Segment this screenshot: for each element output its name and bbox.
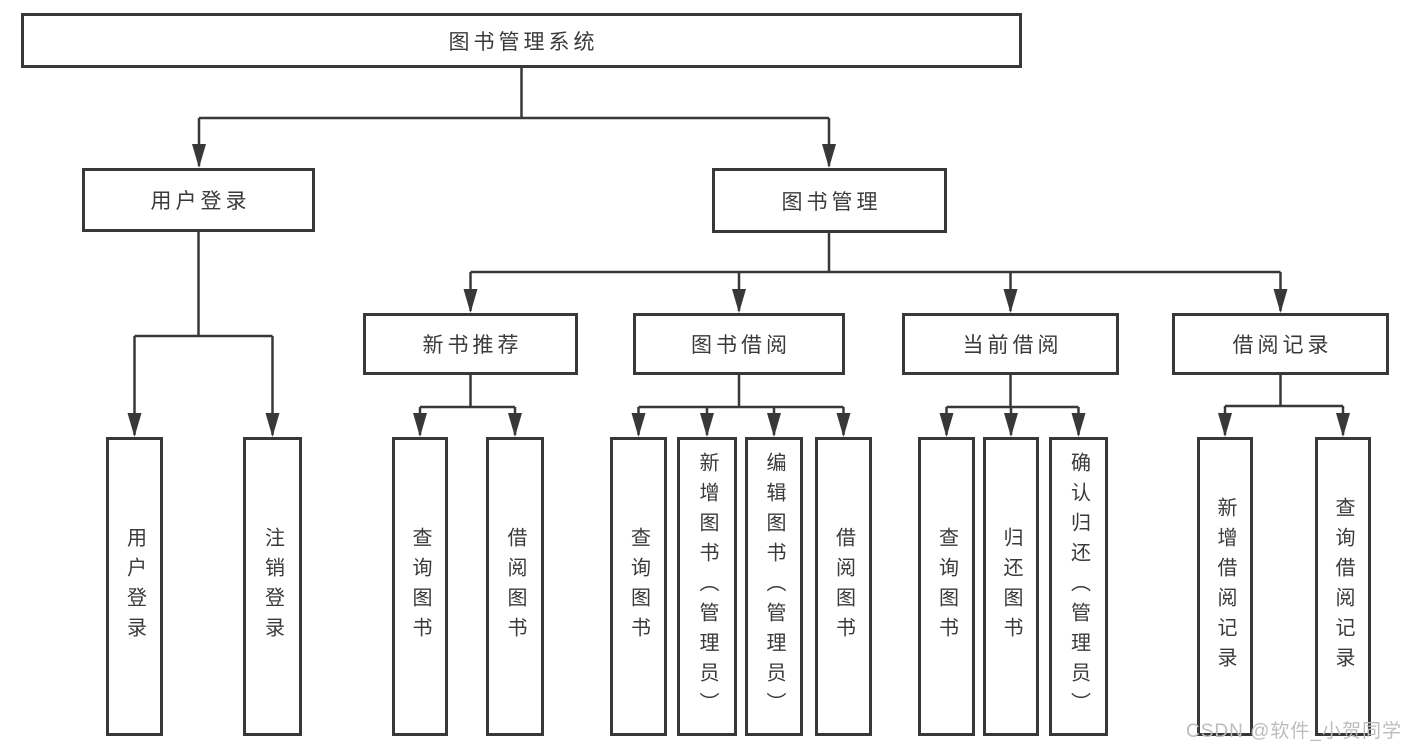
- leaf-nbr-query-books: 查询图书: [392, 437, 448, 736]
- leaf-bb-add-books-admin-label: 新增图书（管理员）: [696, 451, 718, 722]
- node-new-book-recommend: 新书推荐: [363, 313, 578, 375]
- leaf-bb-borrow-books-label: 借阅图书: [832, 526, 855, 647]
- leaf-bb-borrow-books: 借阅图书: [815, 437, 872, 736]
- node-book-management: 图书管理: [712, 168, 947, 233]
- leaf-cb-query-books: 查询图书: [918, 437, 975, 736]
- leaf-nbr-borrow-books: 借阅图书: [486, 437, 544, 736]
- leaf-br-add-record: 新增借阅记录: [1197, 437, 1253, 736]
- node-borrowing-records: 借阅记录: [1172, 313, 1389, 375]
- leaf-bb-query-books-label: 查询图书: [627, 526, 650, 647]
- node-book-borrowing: 图书借阅: [633, 313, 845, 375]
- leaf-br-query-record: 查询借阅记录: [1315, 437, 1371, 736]
- leaf-logout: 注销登录: [243, 437, 302, 736]
- csdn-watermark: CSDN @软件_小贺同学: [1186, 721, 1402, 742]
- leaf-cb-return-books: 归还图书: [983, 437, 1039, 736]
- node-root-system: 图书管理系统: [21, 13, 1022, 68]
- leaf-br-query-record-label: 查询借阅记录: [1332, 496, 1354, 677]
- leaf-cb-query-books-label: 查询图书: [935, 526, 958, 647]
- node-current-borrowing: 当前借阅: [902, 313, 1119, 375]
- node-user-login: 用户登录: [82, 168, 315, 232]
- leaf-logout-label: 注销登录: [261, 526, 284, 647]
- leaf-bb-add-books-admin: 新增图书（管理员）: [677, 437, 737, 736]
- leaf-bb-edit-books-admin-label: 编辑图书（管理员）: [763, 451, 785, 722]
- leaf-cb-confirm-return-admin-label: 确认归还（管理员）: [1067, 451, 1090, 722]
- leaf-bb-query-books: 查询图书: [610, 437, 667, 736]
- leaf-user-login-label: 用户登录: [123, 526, 146, 647]
- leaf-nbr-borrow-books-label: 借阅图书: [504, 526, 526, 647]
- leaf-cb-return-books-label: 归还图书: [1000, 526, 1022, 647]
- leaf-user-login: 用户登录: [106, 437, 163, 736]
- leaf-bb-edit-books-admin: 编辑图书（管理员）: [745, 437, 803, 736]
- leaf-nbr-query-books-label: 查询图书: [409, 526, 431, 647]
- leaf-br-add-record-label: 新增借阅记录: [1214, 496, 1236, 677]
- leaf-cb-confirm-return-admin: 确认归还（管理员）: [1049, 437, 1108, 736]
